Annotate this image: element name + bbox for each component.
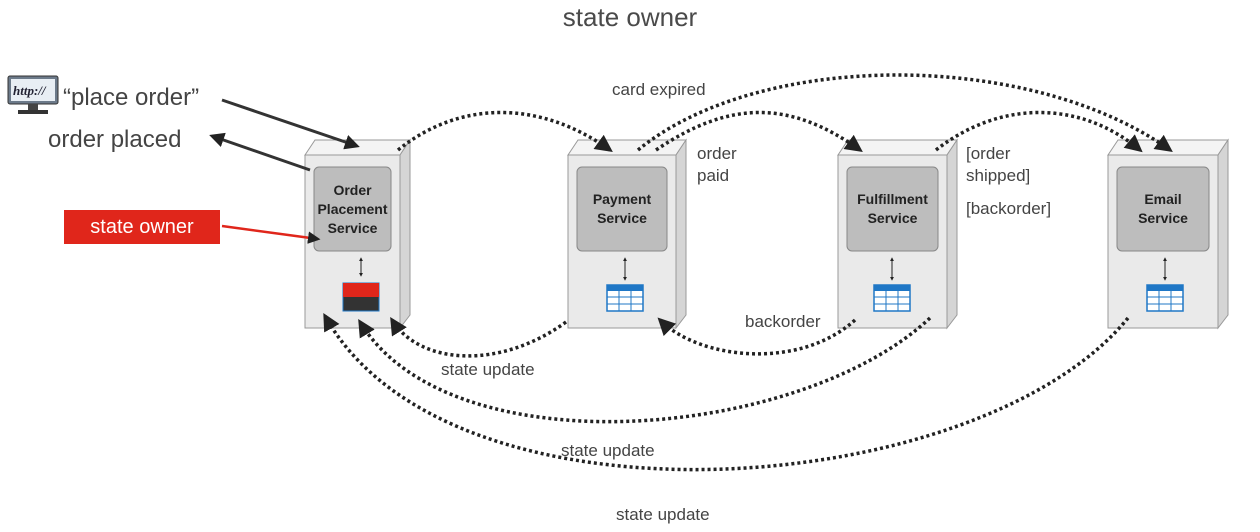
backorder-label: backorder — [745, 312, 821, 331]
internal-connectors — [359, 257, 1167, 281]
order-placed-label: order placed — [48, 126, 182, 153]
diagram-title: state owner — [562, 2, 698, 32]
svg-text:http://: http:// — [13, 83, 47, 98]
fulfillment-service-label: Fulfillment Service — [857, 191, 928, 226]
email-state-update-arrow — [323, 312, 1130, 472]
fulfillment-to-email-arrow — [934, 110, 1143, 153]
state-update-label-2: state update — [561, 441, 655, 460]
email-service-label: Email Service — [1138, 191, 1188, 226]
order-placement-service-label: Order Placement Service — [317, 181, 388, 236]
state-update-label-3: state update — [616, 505, 710, 524]
order-service-box — [304, 138, 411, 330]
payment-to-email-arrow — [636, 73, 1173, 153]
order-shipped-label: [order shipped] — [966, 144, 1031, 185]
payment-state-update-arrow — [390, 317, 568, 358]
event-arrows — [323, 73, 1173, 472]
state-owner-pointer — [221, 224, 321, 244]
card-expired-label: card expired — [612, 80, 706, 99]
payment-service-label: Payment Service — [592, 191, 652, 226]
client-arrows — [209, 98, 360, 172]
place-order-label: “place order” — [63, 84, 200, 111]
payment-to-fulfillment-arrow — [655, 110, 863, 153]
fulfillment-table-icon — [873, 284, 911, 312]
fulfillment-state-update-arrow — [358, 316, 932, 424]
browser-http-icon: http:// — [7, 75, 59, 114]
order-paid-label: order paid — [697, 144, 737, 185]
state-update-label-1: state update — [441, 360, 535, 379]
state-owner-db-icon — [342, 282, 380, 312]
state-owner-badge: state owner — [64, 210, 220, 244]
backorder-bracket-label: [backorder] — [966, 199, 1052, 218]
payment-table-icon — [606, 284, 644, 312]
fulfillment-backorder-arrow — [657, 317, 857, 356]
email-table-icon — [1146, 284, 1184, 312]
